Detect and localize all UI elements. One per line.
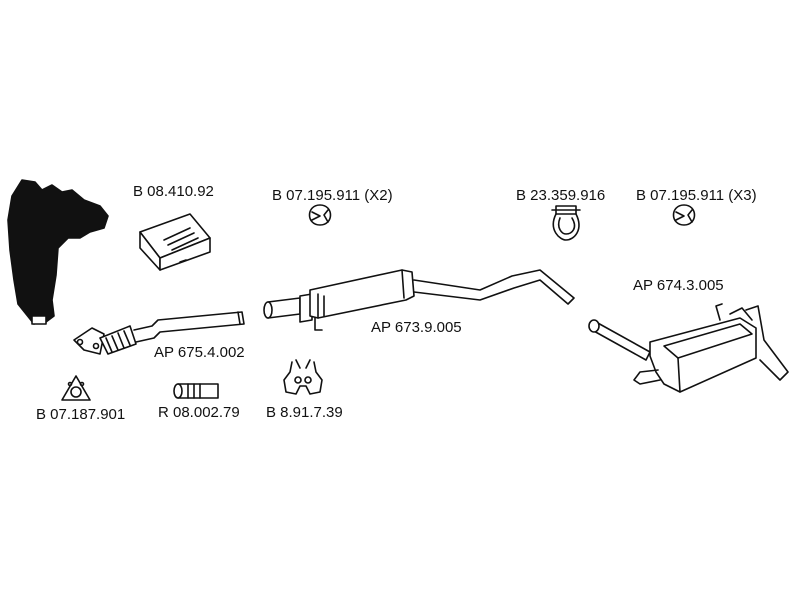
- clamp-x2-icon: [308, 204, 332, 226]
- clamp-x3-icon: [672, 204, 696, 226]
- label-connector-pipe: R 08.002.79: [158, 404, 240, 421]
- label-flange-gasket: B 07.187.901: [36, 406, 126, 423]
- rubber-hanger-icon: [283, 359, 323, 395]
- label-gasket-kit: B 08.410.92: [133, 183, 214, 200]
- label-rear-silencer: AP 674.3.005: [633, 277, 724, 294]
- exhaust-manifold: [7, 179, 109, 325]
- label-clamp-x2: B 07.195.911 (X2): [272, 187, 393, 204]
- label-front-pipe: AP 675.4.002: [154, 344, 245, 361]
- label-ring-clamp: B 23.359.916: [516, 187, 606, 204]
- flange-gasket-icon: [61, 375, 91, 401]
- label-clamp-x3: B 07.195.911 (X3): [636, 187, 757, 204]
- rear-silencer: [588, 303, 789, 393]
- gasket-kit-box: [139, 213, 211, 271]
- label-middle-silencer: AP 673.9.005: [371, 319, 462, 336]
- ring-clamp-icon: [551, 205, 581, 241]
- connector-pipe-icon: [173, 383, 219, 399]
- front-pipe: [73, 311, 245, 355]
- label-rubber-hanger: B 8.91.7.39: [266, 404, 343, 421]
- middle-silencer: [263, 269, 575, 331]
